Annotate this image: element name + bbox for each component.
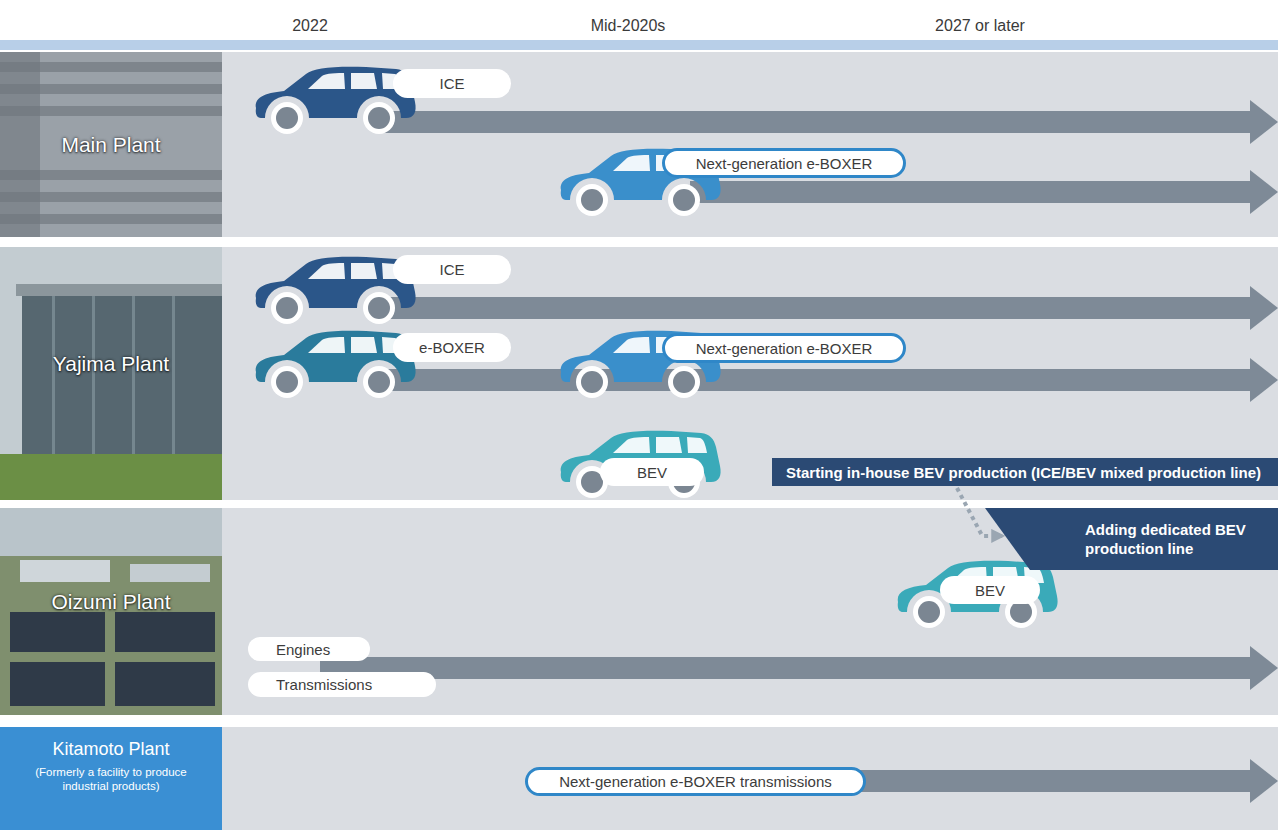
- production-callout: Adding dedicated BEV production line: [985, 508, 1278, 570]
- arrow-shaft: [380, 297, 1252, 319]
- photo-sky: [0, 247, 222, 500]
- stage-label: Next-generation e-BOXER: [696, 340, 873, 357]
- row-ground: [222, 247, 1278, 500]
- ice-car: [256, 67, 416, 134]
- component-pill: Transmissions: [248, 672, 436, 697]
- solar-panels: [115, 662, 215, 706]
- factory-roof: [20, 560, 110, 582]
- stage-label: e-BOXER: [419, 339, 485, 356]
- solar-panels: [115, 612, 215, 652]
- year-label: 2027 or later: [935, 17, 1025, 34]
- timeline-bar: [0, 40, 1278, 50]
- callout-fill: [985, 508, 1278, 570]
- stage-pill: e-BOXER: [393, 333, 511, 362]
- glass-mullion: [132, 296, 135, 454]
- main-plant-photo: [0, 52, 222, 237]
- factory-roof: [130, 564, 210, 582]
- plant-note: (Formerly a facility to produce industri…: [26, 765, 196, 794]
- arrow-head: [1250, 170, 1278, 214]
- arrow-shaft: [320, 657, 1252, 679]
- arrow-head: [1250, 286, 1278, 330]
- e-boxer-car: [256, 331, 416, 398]
- year-label: Mid-2020s: [591, 17, 666, 34]
- row-ground: [222, 727, 1278, 830]
- banner-text: Starting in-house BEV production (ICE/BE…: [786, 464, 1261, 481]
- solar-panels: [10, 662, 105, 706]
- grass: [0, 454, 222, 500]
- plant-band: Main Plant ICE Next-generation e-BOXER: [0, 52, 1278, 237]
- stage-pill: Next-generation e-BOXER transmissions: [525, 767, 866, 796]
- stage-label: ICE: [439, 261, 464, 278]
- stage-pill: Next-generation e-BOXER: [662, 148, 906, 178]
- plant-band: Oizumi Plant Adding dedicated BEV product…: [0, 508, 1278, 715]
- stage-label: ICE: [439, 75, 464, 92]
- arrow-shaft: [690, 181, 1252, 203]
- row-ground: [222, 52, 1278, 237]
- production-banner: Starting in-house BEV production (ICE/BE…: [772, 458, 1278, 486]
- yajima-plant-photo: [0, 247, 222, 500]
- arrow-head: [1250, 646, 1278, 690]
- year-label: 2022: [292, 17, 328, 34]
- timeline-label: 2022: [210, 17, 410, 35]
- ice-car: [256, 257, 416, 324]
- glass-mullion: [92, 296, 95, 454]
- component-pill: Engines: [248, 637, 370, 661]
- plant-band: Yajima Plant ICE e-BOXER Next-generation e-…: [0, 247, 1278, 500]
- callout-shape: [985, 508, 1278, 570]
- building-glass: [22, 296, 222, 454]
- callout-text: Adding dedicated BEV production line: [985, 520, 1278, 559]
- land: [0, 556, 222, 715]
- stage-pill: ICE: [393, 69, 511, 98]
- plant-name: Kitamoto Plant: [0, 739, 222, 761]
- timeline-arrows: [320, 100, 1278, 803]
- building-roof: [16, 284, 222, 296]
- arrow-shaft: [380, 111, 1252, 133]
- arrow-head: [1250, 759, 1278, 803]
- plant-name: Yajima Plant: [0, 351, 222, 376]
- arrow-shaft: [850, 770, 1252, 792]
- kitamoto-label-ground: [0, 727, 222, 830]
- stage-label: BEV: [637, 464, 667, 481]
- bev-car: [561, 431, 721, 498]
- solar-panels: [10, 612, 105, 652]
- plant-name: Oizumi Plant: [0, 589, 222, 614]
- glass-mullion: [52, 296, 55, 454]
- timeline-label: 2027 or later: [880, 17, 1080, 35]
- arrow-shaft: [380, 369, 1252, 391]
- arrow-head: [1250, 358, 1278, 402]
- arrow-head: [1250, 100, 1278, 144]
- stage-pill: ICE: [393, 255, 511, 284]
- stage-pill: Next-generation e-BOXER: [662, 333, 906, 363]
- bev-car: [898, 561, 1058, 628]
- photo-sky: [0, 508, 222, 715]
- building-side: [0, 52, 40, 237]
- component-label: Transmissions: [276, 676, 372, 693]
- photo-ground: [0, 52, 222, 237]
- row-ground: [222, 508, 1278, 715]
- stage-label: BEV: [975, 582, 1005, 599]
- component-label: Engines: [276, 641, 330, 658]
- stage-pill: BEV: [940, 576, 1040, 604]
- stage-label: Next-generation e-BOXER: [696, 155, 873, 172]
- stage-label: Next-generation e-BOXER transmissions: [559, 773, 832, 790]
- oizumi-plant-photo: [0, 508, 222, 715]
- timeline-label: Mid-2020s: [528, 17, 728, 35]
- stage-pill: BEV: [600, 458, 704, 486]
- glass-mullion: [172, 296, 175, 454]
- plant-name: Main Plant: [0, 132, 222, 157]
- plant-band: Kitamoto Plant (Formerly a facility to pr…: [0, 727, 1278, 830]
